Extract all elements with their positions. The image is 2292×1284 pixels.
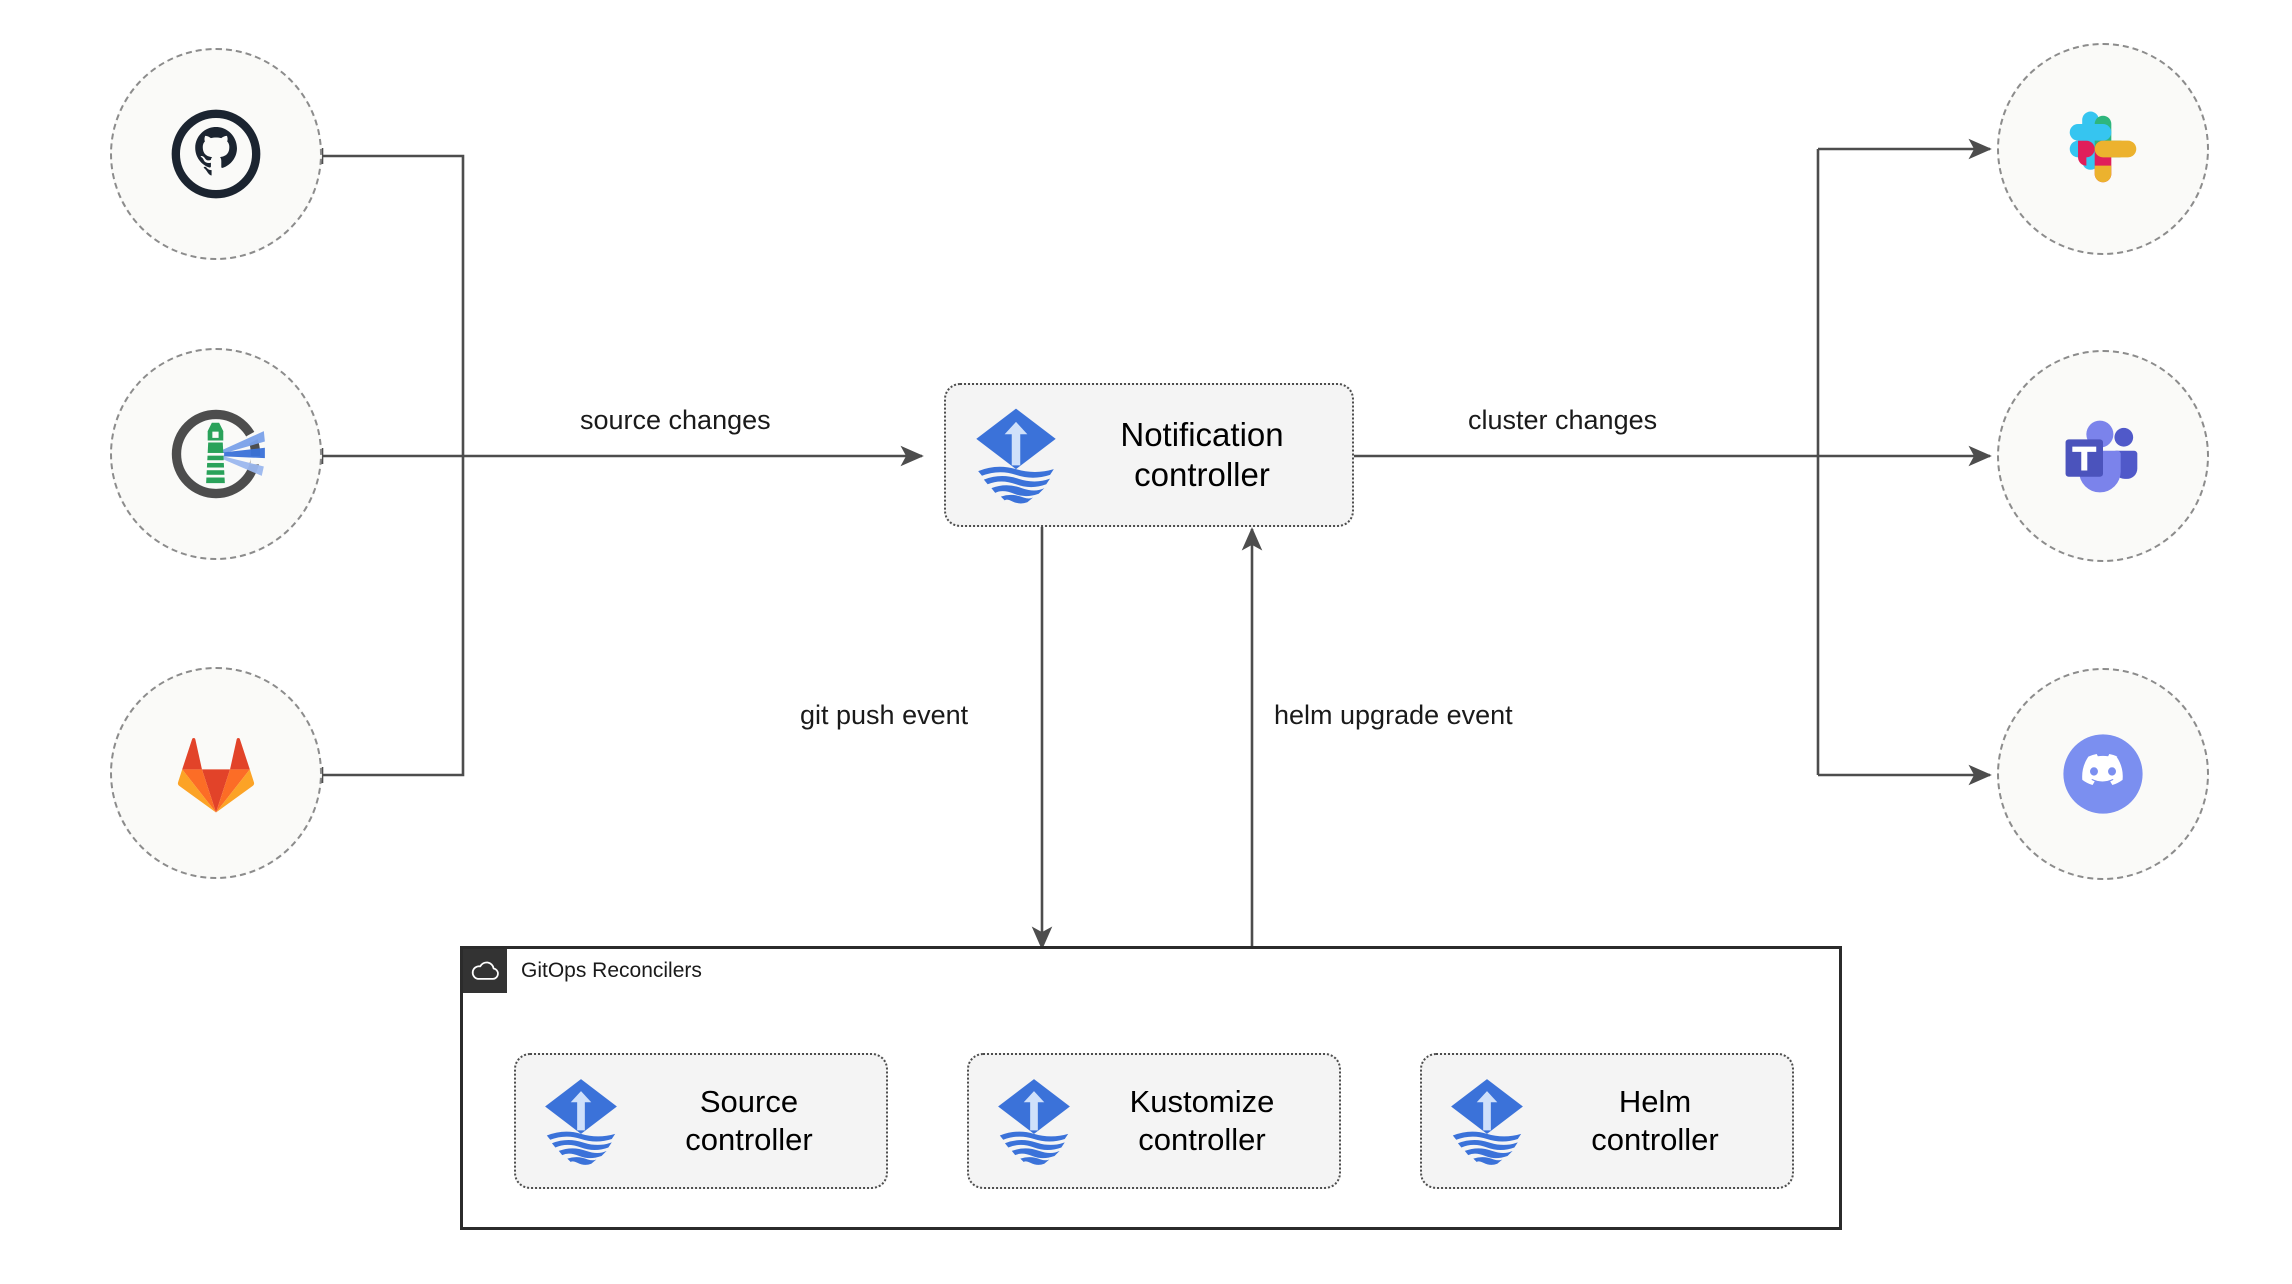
github-icon xyxy=(171,109,261,199)
edge-label-source-changes: source changes xyxy=(580,405,771,435)
controller-box-source[interactable]: Source controller xyxy=(514,1053,888,1189)
flux-icon xyxy=(976,408,1056,504)
edge-label-helm-upgrade-event: helm upgrade event xyxy=(1274,700,1513,730)
source-node-github[interactable] xyxy=(110,48,322,260)
cloud-icon xyxy=(471,961,499,980)
notification-controller-box[interactable]: Notification controller xyxy=(944,383,1354,527)
target-node-slack[interactable] xyxy=(1997,43,2209,255)
target-node-teams[interactable] xyxy=(1997,350,2209,562)
flux-icon xyxy=(998,1079,1070,1165)
controller-box-helm[interactable]: Helm controller xyxy=(1420,1053,1794,1189)
discord-icon xyxy=(2063,734,2143,814)
edge-label-cluster-changes: cluster changes xyxy=(1468,405,1658,435)
edge-sources-trunk xyxy=(322,154,465,777)
gitops-reconcilers-title: GitOps Reconcilers xyxy=(521,959,702,982)
gitops-reconcilers-header: GitOps Reconcilers xyxy=(463,949,702,993)
slack-icon xyxy=(2069,111,2137,183)
helm-icon xyxy=(171,409,265,499)
cloud-icon-badge xyxy=(463,949,507,993)
target-node-discord[interactable] xyxy=(1997,668,2209,880)
notification-controller-label: Notification controller xyxy=(1120,415,1284,493)
flux-icon xyxy=(545,1079,617,1165)
source-node-gitlab[interactable] xyxy=(110,667,322,879)
edge-label-git-push-event: git push event xyxy=(800,700,969,730)
controller-label-helm: Helm controller xyxy=(1591,1084,1719,1157)
controller-label-source: Source controller xyxy=(685,1084,813,1157)
gitops-reconcilers-container: GitOps Reconcilers Source controller xyxy=(460,946,1842,1230)
gitlab-icon xyxy=(177,738,255,813)
flux-icon xyxy=(1451,1079,1523,1165)
controller-box-kustomize[interactable]: Kustomize controller xyxy=(967,1053,1341,1189)
source-node-helm[interactable] xyxy=(110,348,322,560)
microsoft-teams-icon xyxy=(2065,420,2138,493)
controller-label-kustomize: Kustomize controller xyxy=(1129,1084,1275,1157)
